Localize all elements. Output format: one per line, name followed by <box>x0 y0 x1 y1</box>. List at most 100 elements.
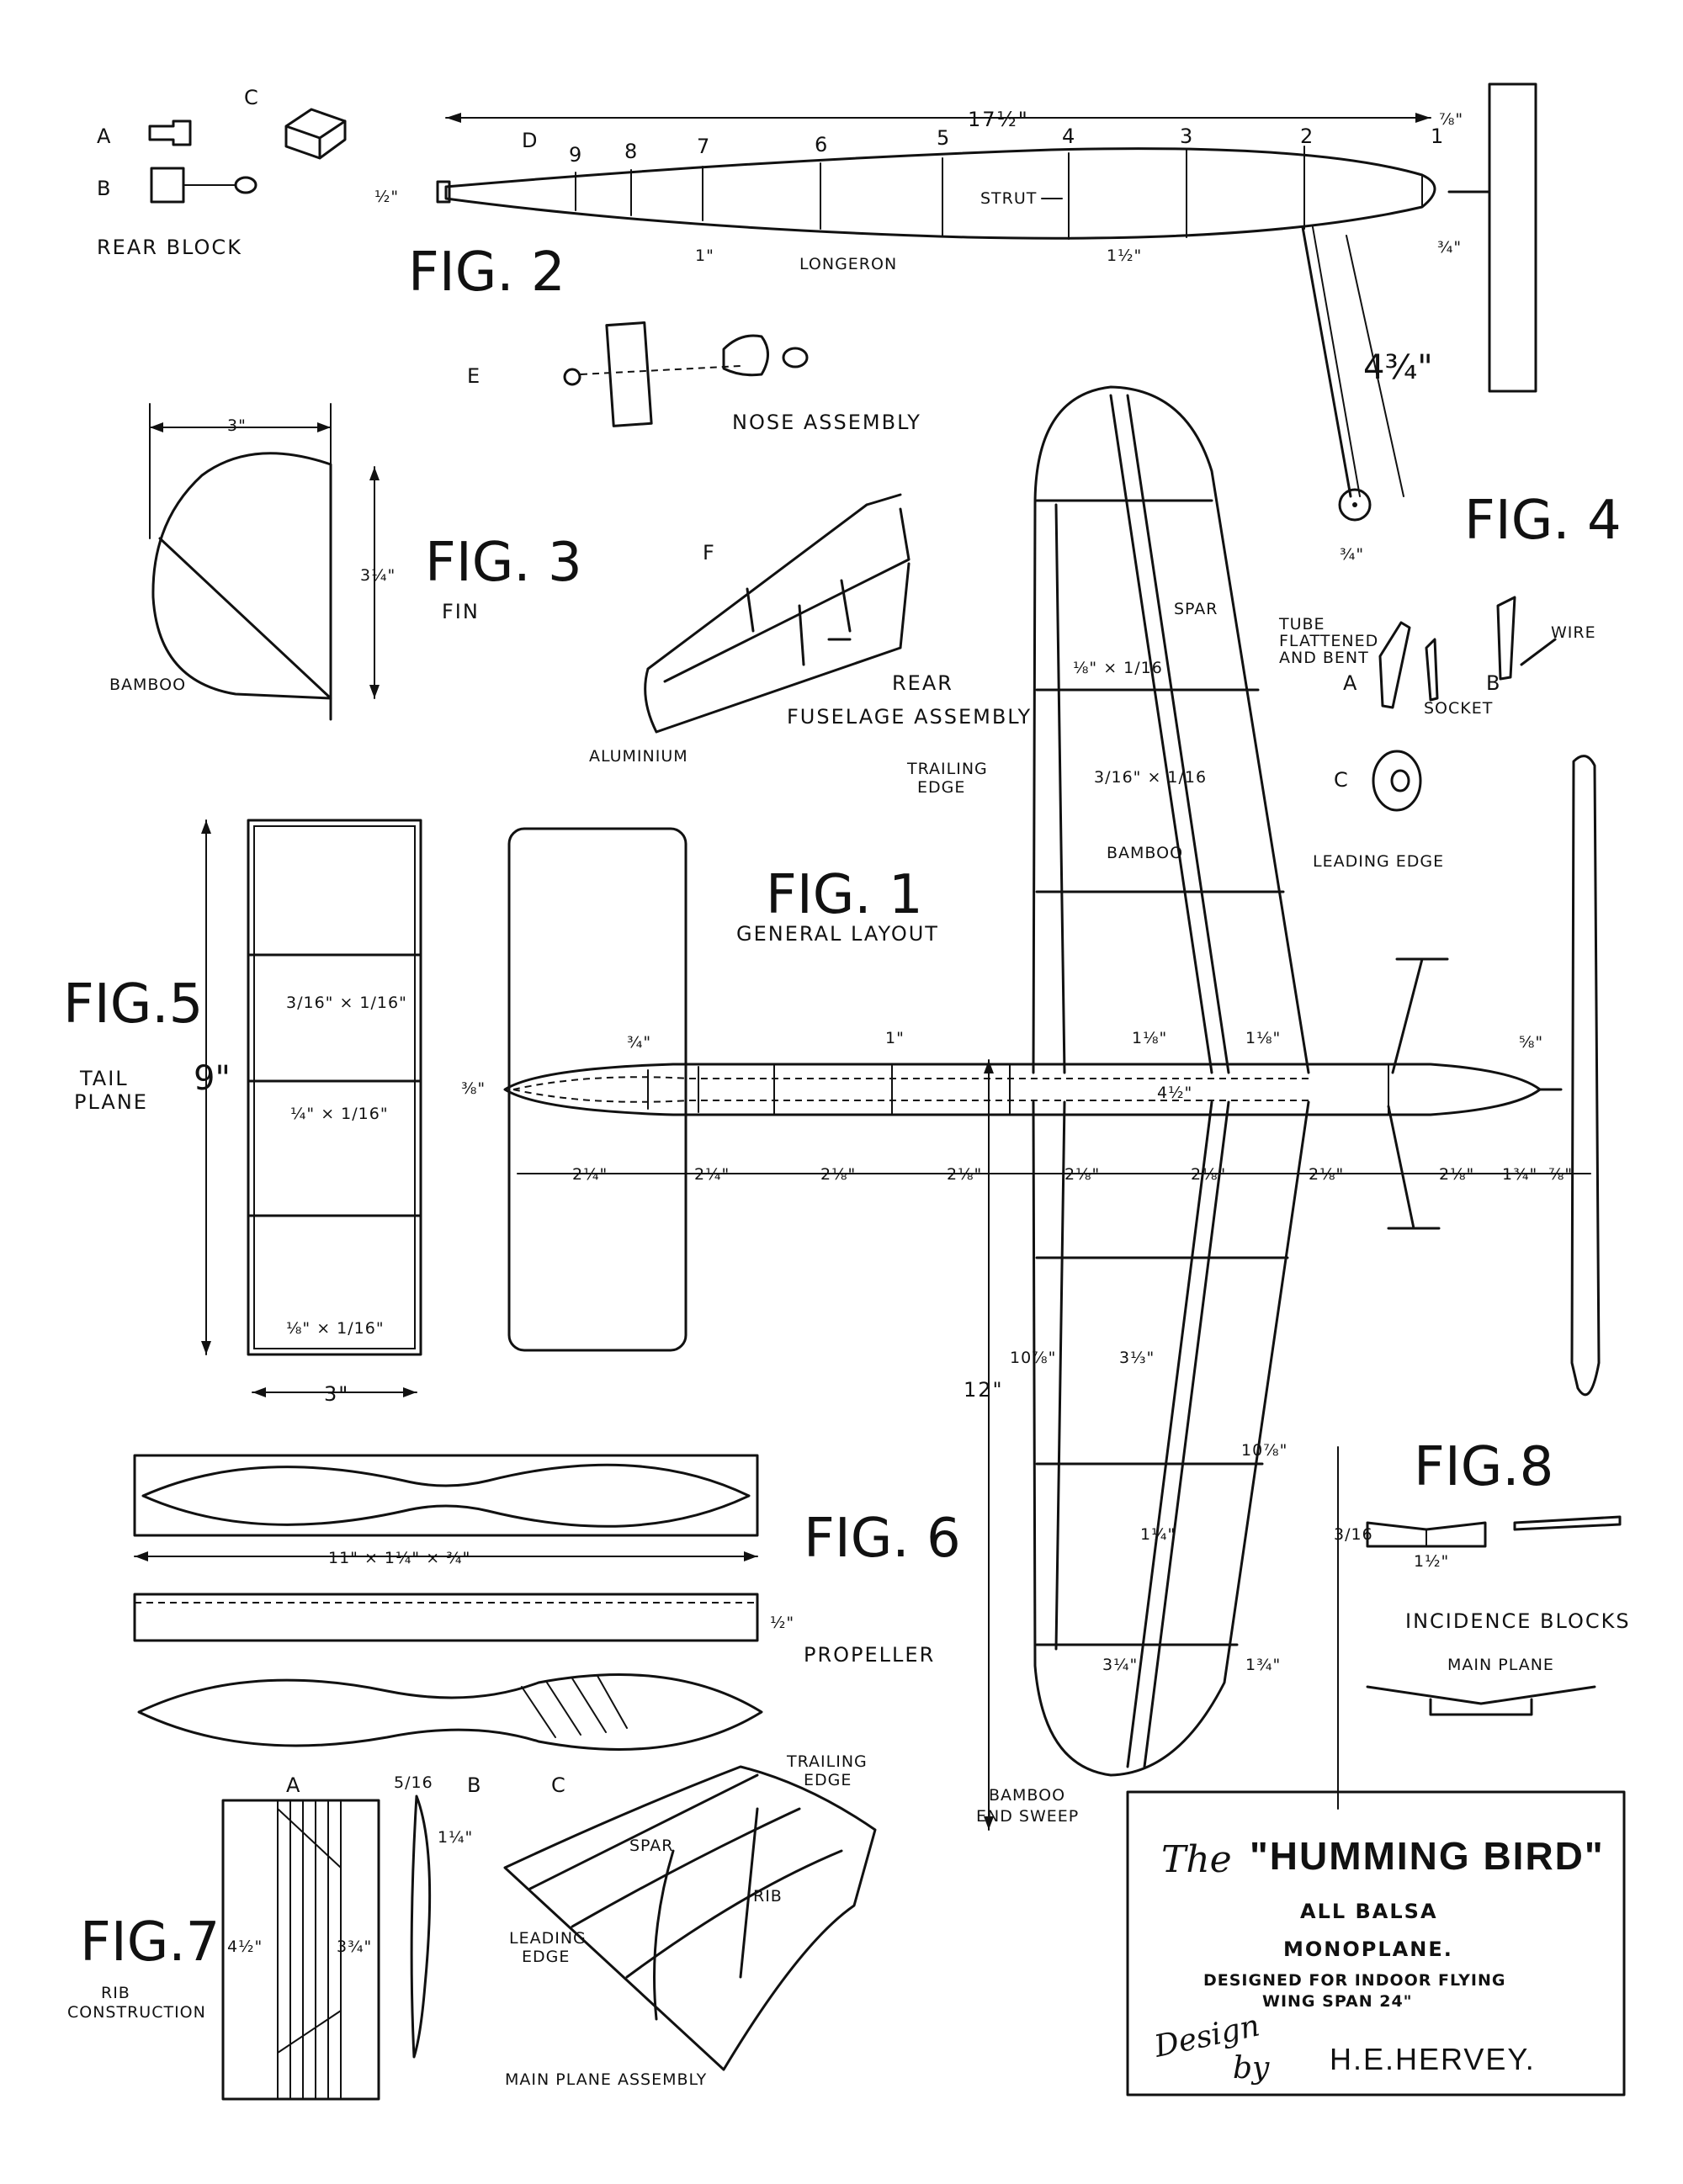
part-b-label: B <box>97 177 112 200</box>
fin-width-dimension: 3" <box>227 416 247 435</box>
fuselage-depth-dimension: ¾" <box>627 1033 651 1052</box>
panel-span-left-dimension: 10⅞" <box>1010 1349 1056 1367</box>
fig4-b-label: B <box>1486 671 1501 695</box>
fig3-fin: 3" 3¼" BAMBOO FIG. 3 FIN <box>109 403 582 721</box>
fig4-gear-details: FIG. 4 TUBE FLATTENED AND BENT A SOCKET … <box>1278 490 1622 812</box>
title-block-frame <box>1126 1790 1626 2097</box>
fig7-title: FIG.7 <box>80 1911 220 1974</box>
fig1-caption: GENERAL LAYOUT <box>736 922 939 946</box>
fig2-fuselage-side-view: A B C REAR BLOCK 17½" ⅞" <box>97 82 1537 564</box>
fig1-fuselage-plan: FIG. 1 GENERAL LAYOUT ¾" ⅜" 1" 1⅛" 1⅛" ⅝… <box>461 755 1601 1397</box>
title-line-2: MONOPLANE. <box>1283 1938 1453 1961</box>
spar-label: SPAR <box>1174 600 1218 618</box>
fig1-title: FIG. 1 <box>766 864 923 926</box>
tip-offset-dimension: 1¾" <box>1245 1656 1281 1674</box>
edge-gap-dimension: 1¼" <box>1140 1525 1176 1544</box>
landing-gear-wheel <box>1338 488 1372 522</box>
title-block: The "HUMMING BIRD" ALL BALSA MONOPLANE. … <box>1126 1790 1626 2097</box>
nose-assembly: E NOSE ASSEMBLY <box>467 321 921 434</box>
rear-block-b-drawing <box>150 167 185 204</box>
wing-mount-dimension-1: 1⅛" <box>1132 1029 1167 1047</box>
wing-upper-panel <box>1032 385 1310 1074</box>
rib-spacing-dimension: 1¼" <box>438 1828 473 1847</box>
tail-depth-dimension: ½" <box>374 188 399 206</box>
nose-depth-dimension: ¾" <box>1437 238 1462 257</box>
fig5-caption-line2: PLANE <box>74 1090 148 1114</box>
part-d-label: D <box>522 129 539 152</box>
panel-span-right-dimension: 10⅞" <box>1241 1441 1287 1460</box>
fuselage-side-outline <box>444 147 1436 240</box>
station-number: 9 <box>569 143 583 167</box>
station-spacing: 2⅛" <box>1309 1165 1344 1184</box>
longeron-label: LONGERON <box>799 255 897 273</box>
fig6-propeller: 11" × 1¼" × ¾" ½" FIG. 6 PROPELLER <box>133 1454 961 1751</box>
part-c-label: C <box>244 86 260 109</box>
trailing-edge-c-1: TRAILING <box>786 1752 868 1771</box>
station-spacings: 2¼" 2¼" 2⅛" 2⅛" 2⅛" 2⅛" 2⅛" 2⅛" 1¾" ⅞" <box>572 1165 1572 1184</box>
fig4-a-label: A <box>1343 671 1358 695</box>
rib-spacing-dimension: 3⅓" <box>1119 1349 1155 1367</box>
station-spacing: 2⅛" <box>1439 1165 1474 1184</box>
fuselage-stations <box>575 146 1423 240</box>
station-spacing: 2⅛" <box>1064 1165 1100 1184</box>
half-span-dimension: 12" <box>964 1378 1004 1402</box>
rear-fuselage-label-1: REAR <box>892 671 953 695</box>
fig8-title: FIG.8 <box>1414 1436 1553 1498</box>
propeller-plan-shape <box>141 1463 751 1528</box>
nose-cap-drawing <box>722 334 769 377</box>
fin-height-dimension: 3¼" <box>360 566 396 585</box>
tube-drawing <box>1378 621 1411 709</box>
leading-edge-c-2: EDGE <box>522 1948 570 1966</box>
propeller-blank-side <box>133 1593 759 1642</box>
station-number: 7 <box>697 135 711 158</box>
title-line-3: DESIGNED FOR INDOOR FLYING <box>1203 1971 1505 1990</box>
station-spacing: 2⅛" <box>1191 1165 1226 1184</box>
wing-lower-panel <box>1032 1100 1310 1777</box>
fig5-tail-plane: FIG.5 TAIL PLANE 9" 3/16" × 1/16" ¼" × 1… <box>63 819 422 1406</box>
fig7-c-label: C <box>551 1773 567 1797</box>
fuselage-plan-stations <box>647 1063 1389 1116</box>
fig4-title: FIG. 4 <box>1464 490 1622 552</box>
fig5-title: FIG.5 <box>63 973 203 1036</box>
fig3-caption: FIN <box>442 600 480 623</box>
fig5-caption-line1: TAIL <box>79 1067 129 1090</box>
fig8-caption: INCIDENCE BLOCKS <box>1405 1609 1631 1633</box>
station-numbers: 9 8 7 6 5 4 3 2 1 <box>569 125 1443 167</box>
station-spacing: 2¼" <box>572 1165 608 1184</box>
title-line-4: WING SPAN 24" <box>1262 1992 1413 2011</box>
incidence-block-drawing <box>1366 1521 1487 1548</box>
spar-section-label: ⅛" × 1/16 <box>1073 659 1163 677</box>
rib-label: RIB <box>753 1887 783 1906</box>
propeller-blank-plan <box>133 1454 759 1537</box>
wire-drawing <box>1496 596 1557 681</box>
rear-block-c-drawing <box>284 108 347 160</box>
nose-assembly-label: NOSE ASSEMBLY <box>732 411 921 434</box>
aluminium-label: ALUMINIUM <box>589 747 688 766</box>
gear-struts-plan <box>1387 957 1424 1230</box>
fig6-caption: PROPELLER <box>804 1643 935 1667</box>
fig1-wing: SPAR ⅛" × 1/16 TRAILING EDGE 3/16" × 1/1… <box>906 385 1443 1831</box>
rib-strips <box>277 1800 342 2100</box>
tail-plane-outline <box>247 819 422 1356</box>
wing-upper-spar <box>1054 394 1230 1074</box>
station-number: 8 <box>624 140 639 163</box>
bamboo-label: BAMBOO <box>1107 844 1183 862</box>
fig8-incidence-blocks: FIG.8 3/16 1½" INCIDENCE BLOCKS MAIN PLA… <box>1334 1436 1631 1810</box>
fig4-c-label: C <box>1334 768 1350 792</box>
depth-dimension: 1½" <box>1107 246 1142 265</box>
station-spacing: 2⅛" <box>947 1165 982 1184</box>
station-number: 6 <box>815 133 829 156</box>
trailing-edge-c-2: EDGE <box>804 1771 852 1789</box>
tail-section-2: ¼" × 1/16" <box>290 1105 389 1123</box>
rib-blank-outline <box>221 1799 380 2101</box>
rear-block-parts: A B C REAR BLOCK <box>97 86 347 259</box>
propeller-blank-dimensions: 11" × 1¼" × ¾" <box>328 1549 470 1567</box>
main-plane-label-fig8: MAIN PLANE <box>1447 1656 1554 1674</box>
fig7-caption-line2: CONSTRUCTION <box>67 2003 206 2022</box>
nose-gap-dimension: ⅞" <box>1439 110 1463 129</box>
part-e-label: E <box>467 364 481 388</box>
tail-width-dimension: ⅜" <box>461 1079 486 1098</box>
trailing-edge-label-1: TRAILING <box>906 760 988 778</box>
fig7-a-label: A <box>286 1773 301 1797</box>
fig7-caption-line1: RIB <box>101 1984 130 2002</box>
